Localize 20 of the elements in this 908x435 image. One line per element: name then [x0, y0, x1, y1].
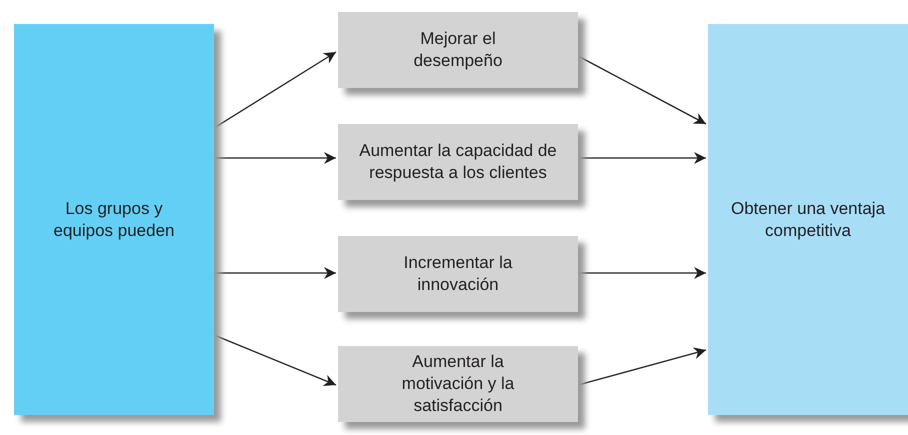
- source-box: [14, 24, 214, 415]
- goal-box: [708, 24, 908, 415]
- process-box: [338, 236, 578, 312]
- box-label: Obtener una ventaja competitiva: [730, 198, 886, 242]
- box-label: Mejorar el desempeño: [412, 28, 504, 72]
- arrow: [578, 267, 706, 279]
- box-label: Los grupos y equipos pueden: [52, 198, 176, 242]
- process-box: [338, 124, 578, 200]
- process-box: [338, 12, 578, 88]
- arrow: [578, 152, 706, 164]
- arrow: [214, 152, 336, 164]
- arrow: [578, 55, 706, 125]
- arrow: [214, 51, 336, 129]
- box-label: Incrementar la innovación: [402, 252, 514, 296]
- process-box: [338, 346, 578, 422]
- arrow: [214, 334, 336, 386]
- box-label: Aumentar la motivación y la satisfacción: [400, 351, 516, 417]
- arrow: [578, 347, 706, 386]
- arrow: [214, 267, 336, 279]
- box-label: Aumentar la capacidad de respuesta a los clientes: [358, 140, 558, 184]
